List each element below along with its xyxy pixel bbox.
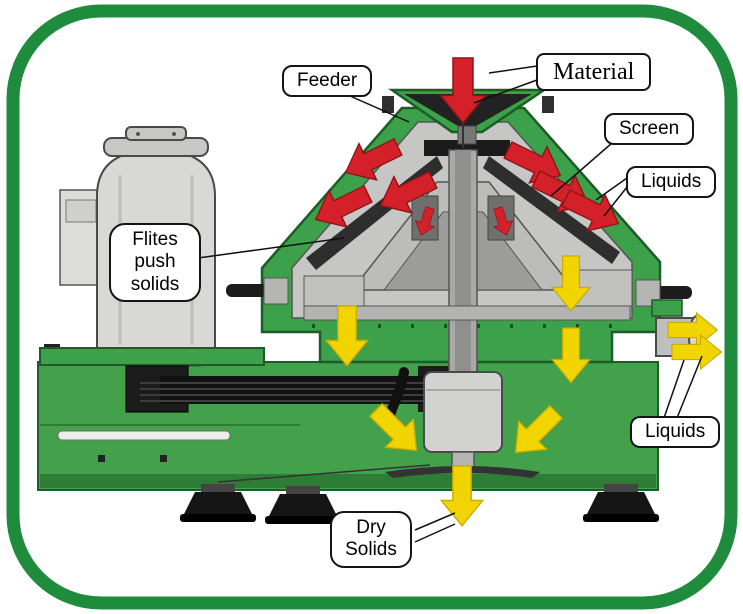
bowl-deck: [303, 305, 631, 321]
bowl-hub-left: [303, 275, 365, 307]
base-shadow-edge: [40, 474, 656, 488]
screen-leader: [550, 142, 613, 197]
base-bolt: [98, 455, 105, 462]
center-shaft-core: [455, 150, 471, 372]
screen-mesh-top: [424, 140, 510, 156]
flites-leader: [197, 237, 345, 259]
machine-feet: [180, 484, 659, 524]
material-leader: [488, 65, 538, 74]
dry-solids-leader: [414, 512, 456, 531]
motor-bolt: [136, 132, 140, 136]
gearbox-body: [423, 371, 503, 453]
liquids-right-leader: [595, 177, 628, 201]
label-screen: Screen: [604, 113, 695, 146]
base-bolt: [160, 455, 167, 462]
left-handle-bracket: [263, 277, 289, 305]
label-liquids-right: Liquids: [626, 166, 717, 199]
foot: [180, 484, 256, 522]
label-screen-text: Screen: [619, 118, 680, 139]
funnel-bracket-right: [542, 96, 554, 113]
foot: [265, 486, 341, 524]
label-liquids-bottom: Liquids: [630, 416, 721, 449]
liquids-bottom-leader: [663, 359, 685, 419]
label-dry-solids: Dry Solids: [330, 511, 412, 568]
label-liquids-bottom-text: Liquids: [645, 421, 706, 442]
rounded-frame-border: [6, 4, 738, 610]
screen-band-right: [483, 156, 620, 264]
dry-solids-leader: [414, 523, 456, 543]
label-feeder-text: Feeder: [297, 70, 358, 91]
label-material-text: Material: [553, 59, 635, 85]
left-handle: [226, 284, 270, 297]
label-material: Material: [536, 53, 652, 92]
label-dry-solids-text: Dry Solids: [345, 517, 397, 561]
material-leader: [473, 79, 538, 104]
left-deck: [39, 347, 265, 366]
motor-bolt: [172, 132, 176, 136]
base-slot: [57, 430, 231, 441]
liquids-bottom-leader: [676, 355, 703, 419]
motor-top-cap: [125, 126, 187, 141]
leader-lines: [197, 65, 703, 543]
feeder-leader: [349, 95, 410, 123]
funnel-bracket-left: [382, 96, 394, 113]
label-flites-text: Flites push solids: [130, 229, 180, 295]
label-flites-push-solids: Flites push solids: [109, 223, 201, 303]
scraper-arm-edge: [217, 464, 431, 483]
funnel-neck: [457, 125, 477, 145]
liquids-right-leader: [603, 186, 628, 217]
liquids-pipe-mount: [651, 299, 683, 317]
foot: [583, 484, 659, 522]
motor-junction-panel: [65, 199, 97, 223]
label-liquids-right-text: Liquids: [641, 171, 702, 192]
label-feeder: Feeder: [282, 65, 373, 98]
